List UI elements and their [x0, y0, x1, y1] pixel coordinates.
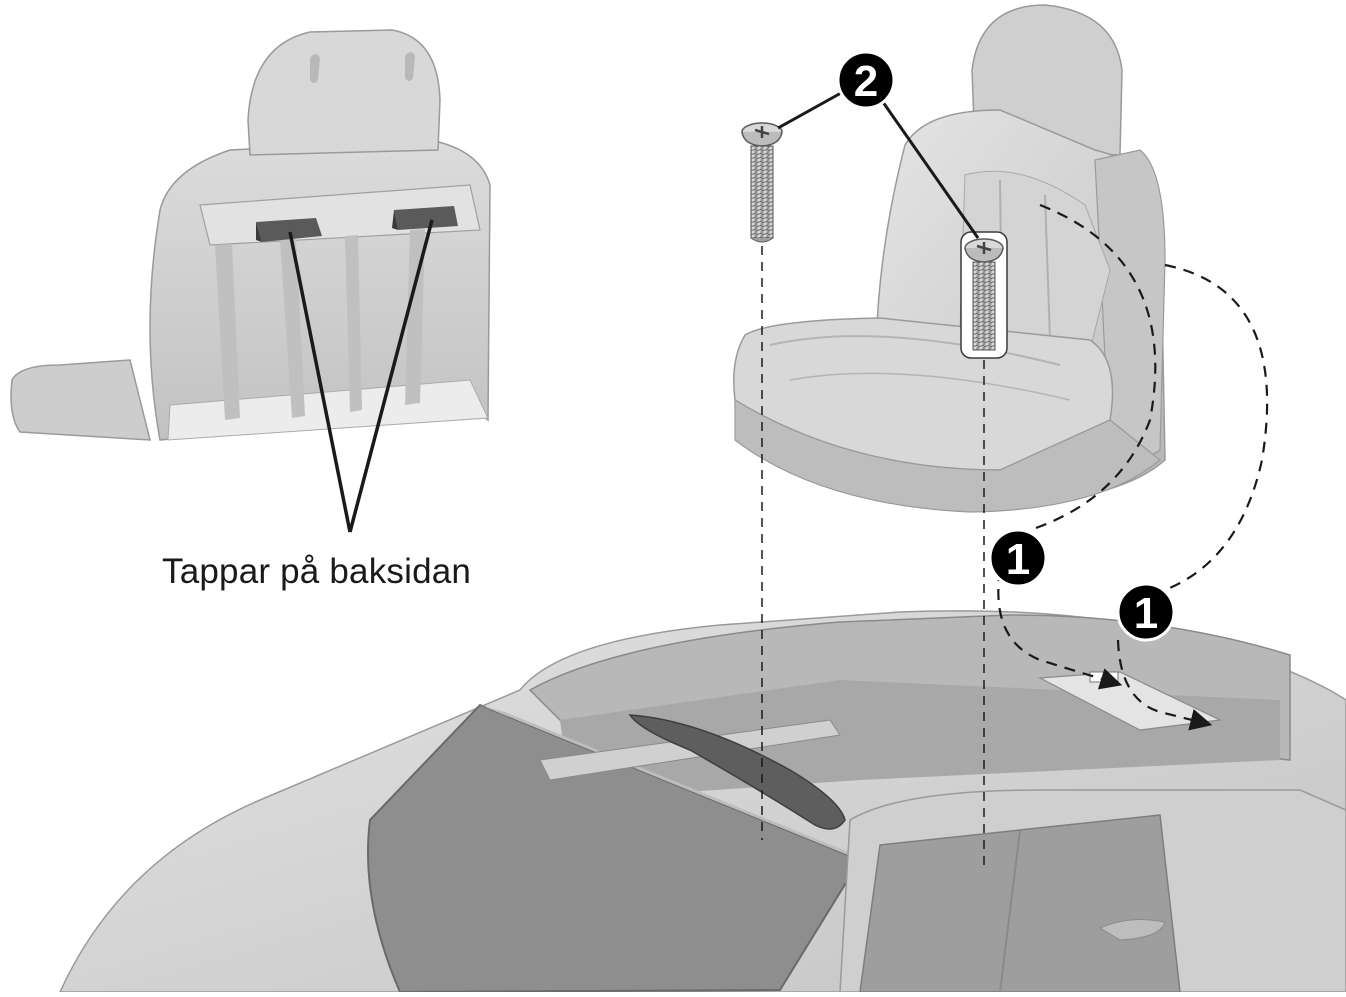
rear-tab-right: [392, 206, 458, 230]
screw-installed: [960, 231, 1008, 359]
side-window: [859, 814, 1181, 993]
seat-back-view: [10, 29, 491, 533]
leader-line-right: [348, 219, 434, 533]
car-body: [58, 610, 1346, 994]
callout-2: 2: [836, 50, 896, 110]
tab-path-left-lower: [997, 569, 1123, 690]
leader-line-2a: [777, 86, 851, 130]
callout-2-label: 2: [854, 57, 878, 106]
tab-path-right-upper: [1164, 263, 1269, 592]
leader-line-2b: [876, 94, 980, 239]
leader-line-left: [288, 231, 352, 533]
callout-1-right-label: 1: [1134, 589, 1158, 638]
callout-1-right: 1: [1116, 582, 1176, 642]
screw-loose: [741, 122, 783, 243]
callout-1-left-label: 1: [1006, 535, 1030, 584]
steering-wheel: [628, 714, 846, 830]
callout-1-left: 1: [988, 528, 1048, 588]
rear-tab-left: [256, 218, 322, 242]
rear-tabs-caption: Tappar på baksidan: [162, 552, 472, 591]
seat-front-view: [733, 4, 1166, 513]
windshield: [367, 703, 862, 994]
tab-path-left-upper: [1029, 203, 1157, 532]
